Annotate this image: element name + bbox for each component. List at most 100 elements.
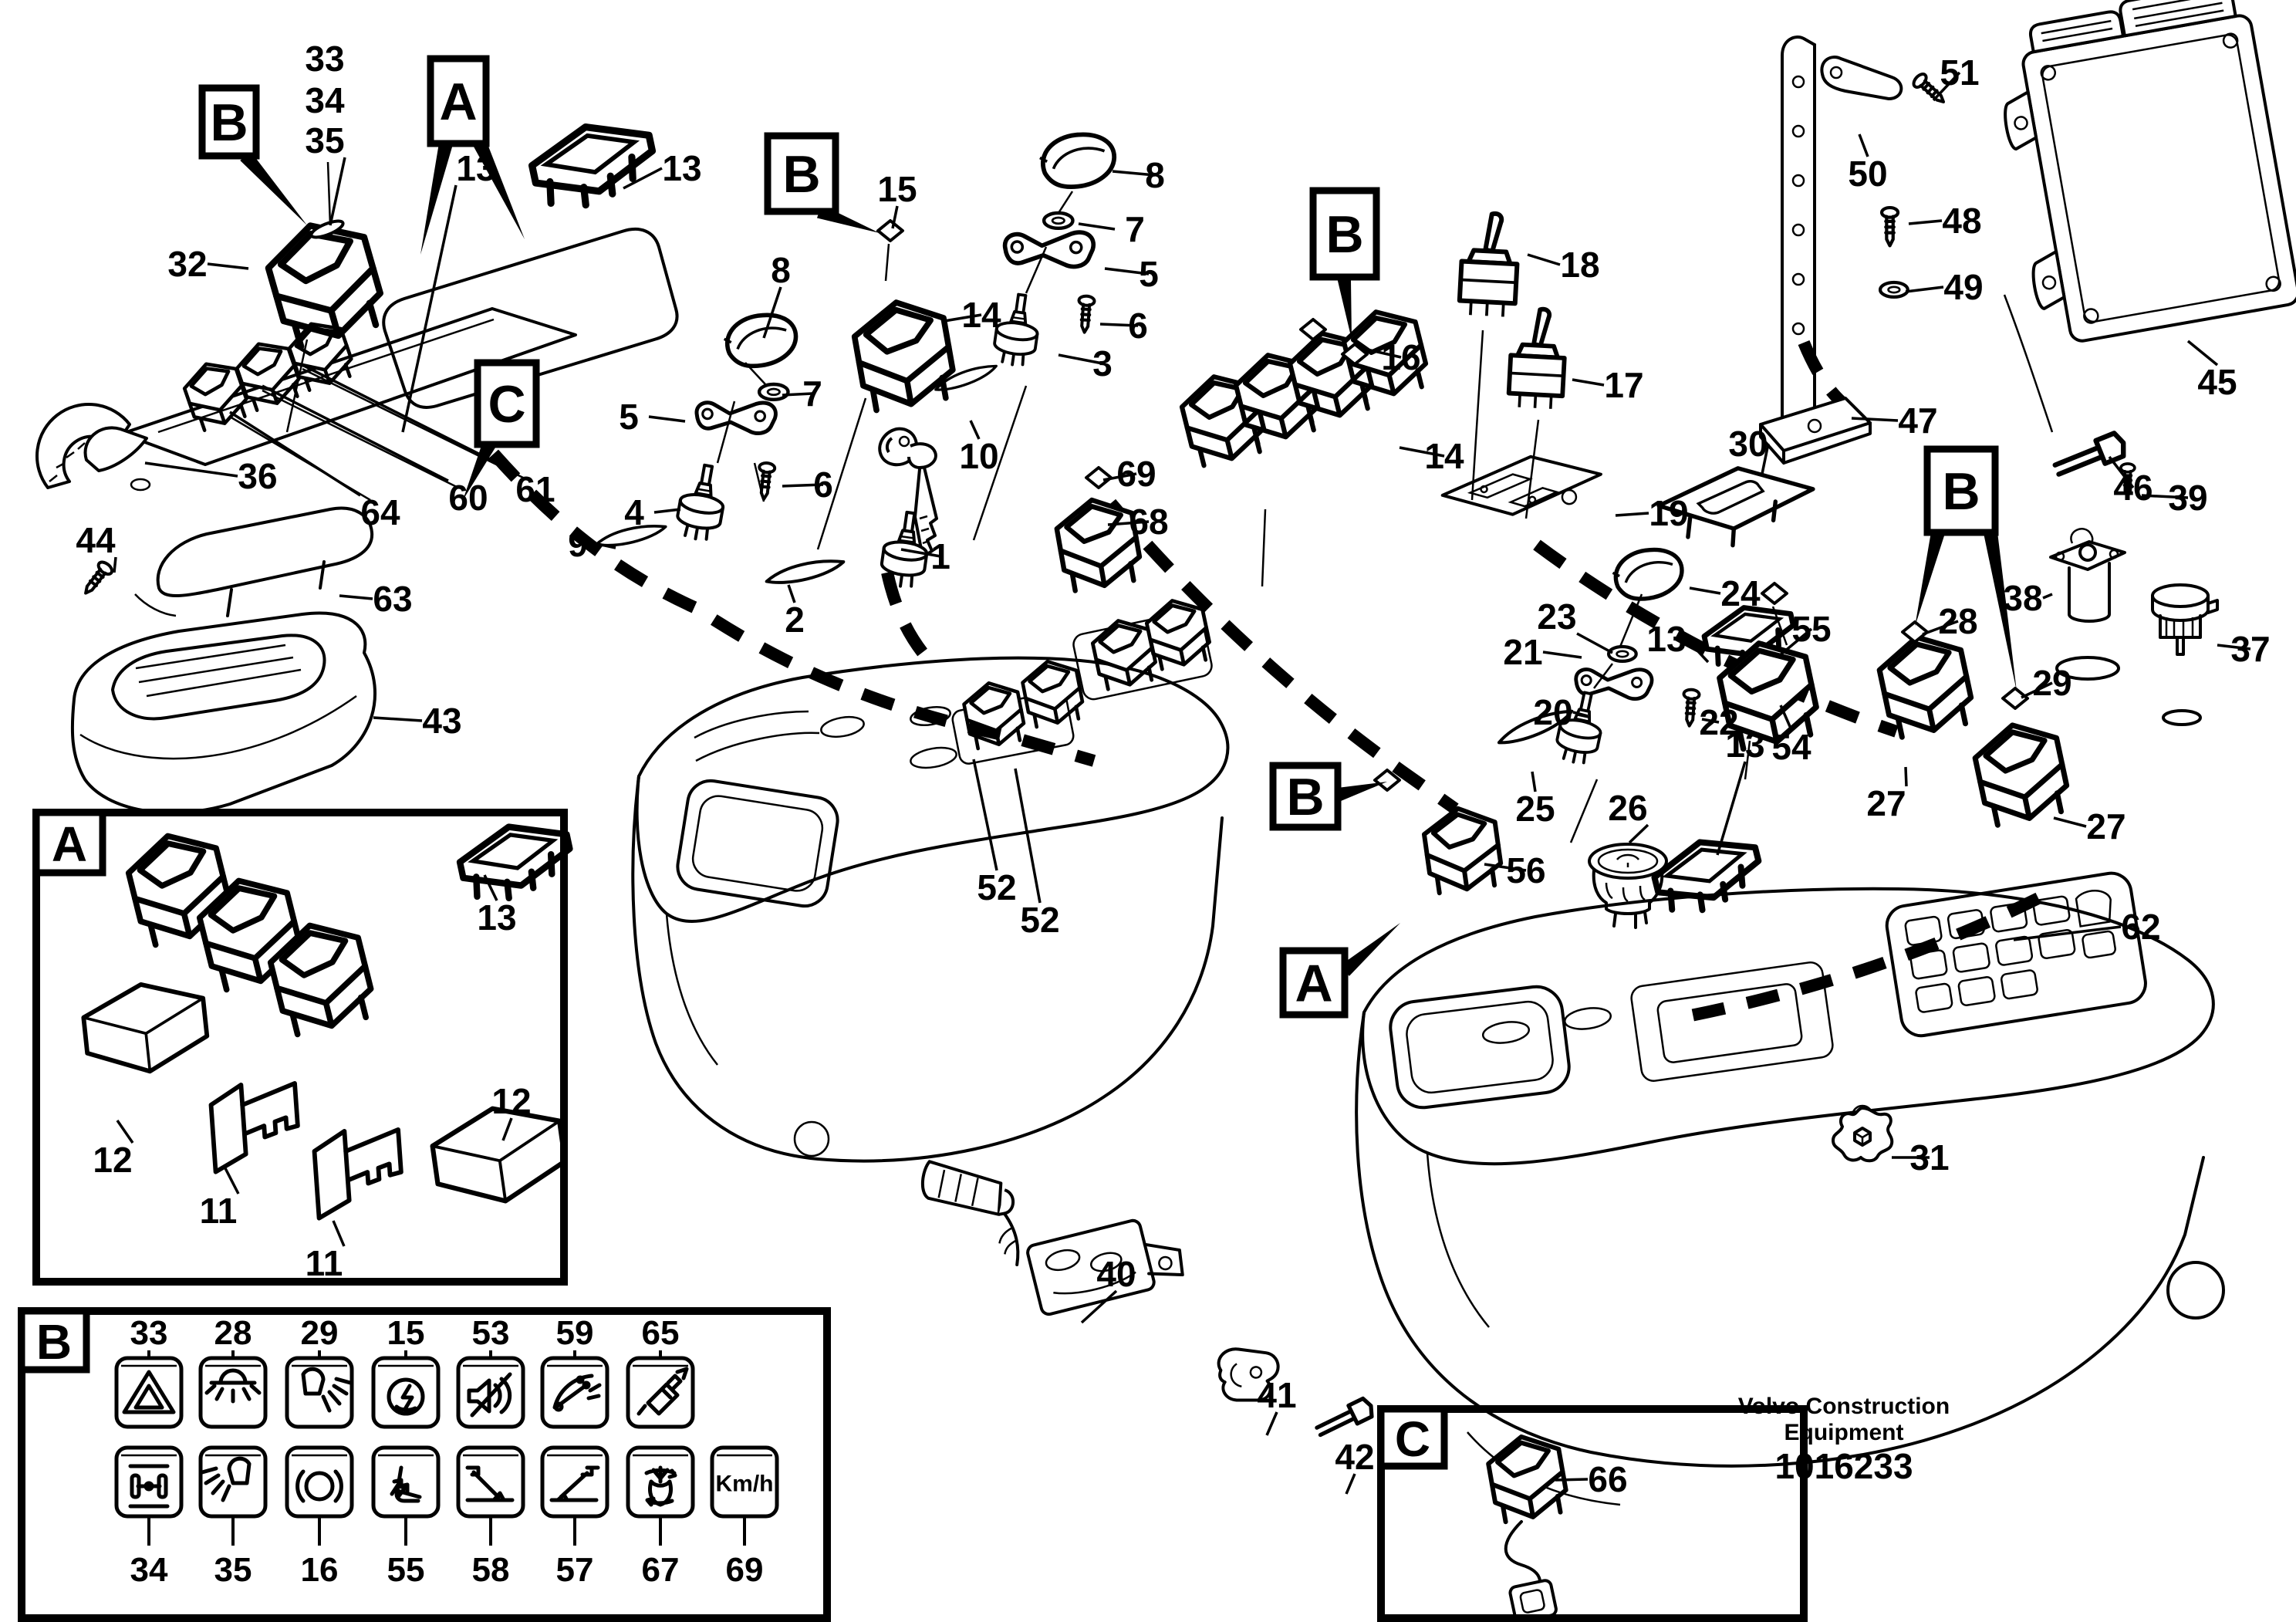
letter-marker-B-5: B [1915,445,2017,691]
marker-wedge [1337,275,1352,340]
callout-68: 68 [1129,502,1168,542]
leader-line-11 [224,1168,240,1195]
armrest-lid-63 [78,506,374,617]
callout-64: 64 [360,492,400,532]
marker-box [474,359,540,448]
leader-line-38 [2042,593,2053,600]
letter-marker-B-3: B [764,132,880,233]
leader-line-13 [483,874,498,901]
callout-50: 50 [1848,154,1887,194]
icon-ref-number: 69 [726,1551,764,1589]
leader-line-52 [1014,768,1042,904]
switch-27b-group [1970,687,2072,826]
icon-ref-number: 28 [214,1314,252,1352]
callout-35: 35 [305,120,344,161]
grease-gun-icon: 65 [626,1314,695,1429]
work-light-rear-icon: 35 [198,1445,268,1589]
leader-line-51 [1932,71,1961,102]
socket-37-ring [2162,709,2202,726]
seat-heater-icon: 55 [371,1445,441,1589]
marker-letter: B [1325,205,1363,264]
marker-letter: C [488,375,525,434]
callout-9: 9 [568,524,588,564]
leader-line-29 [2021,681,2053,699]
leader-line-69 [1102,472,1137,482]
leader-line-6 [782,483,824,488]
leader-line-26 [1628,823,1649,844]
callout-63: 63 [373,579,412,619]
callout-1: 1 [930,536,950,576]
leader-line-5 [648,415,686,423]
leader-line-13 [401,184,458,433]
leader-line-66 [1555,1478,1589,1482]
callout-5: 5 [1139,254,1159,294]
icon-ref-number: 15 [387,1314,425,1352]
callout-8: 8 [1145,155,1165,195]
leader-line-68 [1107,520,1150,526]
callout-30: 30 [1728,424,1768,464]
icon-ref-number: 33 [130,1314,168,1352]
letter-marker-B-6: B [1269,762,1387,831]
callout-52: 52 [1020,900,1059,940]
callout-19: 19 [1649,493,1688,533]
boom-lower-icon: 58 [456,1445,525,1589]
callout-13: 13 [662,148,701,188]
sensor-38-ring [2055,656,2120,681]
leader-line-13 [1685,637,1710,664]
leader-line-52 [972,759,998,871]
detail-panel-B: B [18,1307,831,1622]
marker-letter: B [210,93,248,152]
callout-13: 13 [456,148,495,188]
leader-line-54 [1779,705,1793,731]
right-console [1355,871,2225,1506]
differential-lock-icon: 34 [114,1445,184,1589]
leader-line-22 [1701,718,1720,724]
armrest-43 [70,611,376,815]
marker-wedge [463,441,496,500]
callout-12: 12 [491,1081,531,1121]
marker-letter: A [1295,955,1332,1013]
leader-line-43 [373,716,423,722]
swing-lock-icon: 67 [626,1445,695,1589]
marker-box [1269,762,1342,831]
leader-line-3 [1058,353,1103,365]
callout-29: 29 [2032,663,2071,703]
detail-panel-C: C [1377,1405,1808,1622]
hazard-lights-icon: 33 [114,1314,184,1429]
leader-line-32 [207,262,249,270]
leader-line-11 [332,1220,346,1247]
callout-21: 21 [1503,632,1542,672]
leader-line-13 [1716,761,1747,856]
callout-23: 23 [1537,596,1576,637]
callout-13: 13 [477,897,516,938]
callout-31: 31 [1909,1137,1949,1178]
marker-wedge [1984,531,2017,691]
panel-frame [18,1307,831,1622]
callout-14: 14 [961,295,1001,335]
leader-line-7 [782,392,813,397]
detail-panel-A: A [32,809,568,1286]
leader-line-1 [900,548,941,558]
leader-line-46 [2108,455,2135,489]
callout-47: 47 [1898,400,1937,441]
switch-54-group [1700,582,1822,780]
leader-line-56 [1484,863,1527,872]
mounting-stand-47 [1759,35,1872,465]
marker-letter: B [782,145,820,204]
leader-line-64 [229,411,361,497]
callout-7: 7 [802,373,822,414]
clamp-bracket-50 [1820,56,1950,110]
leader-line-35 [329,157,346,226]
bolt-48 [1882,208,1898,245]
leader-line-24 [1689,586,1721,595]
icon-ref-number: 34 [130,1551,168,1589]
callout-43: 43 [422,701,461,741]
leader-line-5 [1104,267,1150,275]
marker-wedge [420,141,453,255]
callout-48: 48 [1942,201,1981,241]
marker-wedge [240,151,307,225]
callout-24: 24 [1720,573,1761,613]
marker-box [1923,445,1999,536]
leader-line-15 [891,205,899,229]
